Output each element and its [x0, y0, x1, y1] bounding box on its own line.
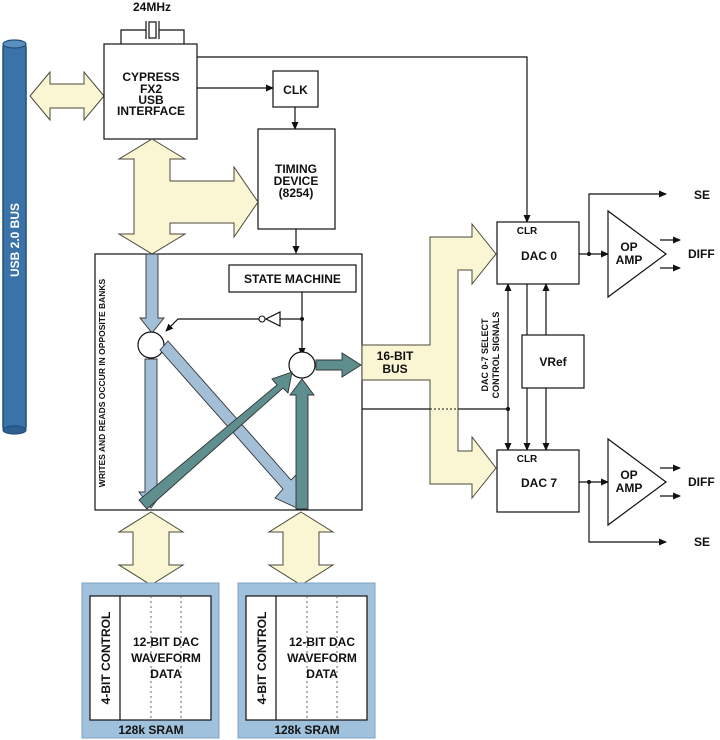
crystal-frequency: 24MHz — [133, 0, 171, 14]
bus16-label-line2: BUS — [382, 362, 407, 376]
dac-select-label-line1: DAC 0-7 SELECT — [480, 318, 490, 392]
diff-bottom-label: DIFF — [688, 475, 715, 489]
fx2-data-bus-arrow — [117, 138, 259, 255]
mux-b — [288, 351, 316, 379]
sram2-data-line3: DATA — [306, 667, 338, 681]
bank-logic-frame — [94, 253, 363, 511]
op-amp-bottom-line2: AMP — [616, 481, 643, 495]
crystal-oscillator: 24MHz — [120, 0, 185, 44]
sram1-data-line3: DATA — [150, 667, 182, 681]
sram1-bus-arrow — [117, 511, 185, 586]
vref-block: VRef — [521, 334, 585, 389]
sram2-data-line2: WAVEFORM — [287, 651, 357, 665]
op-amp-top-line2: AMP — [616, 253, 643, 267]
dac7-clr-label: CLR — [517, 454, 538, 465]
dac-7: CLR DAC 7 — [496, 449, 580, 513]
usb-bus: USB 2.0 BUS — [2, 39, 27, 435]
banks-note: WRITES AND READS OCCUR IN OPPOSITE BANKS — [97, 278, 107, 487]
sram2-caption: 128k SRAM — [274, 723, 339, 737]
sram2-control-label: 4-BIT CONTROL — [255, 612, 269, 705]
sram2-data-line1: 12-BIT DAC — [289, 635, 355, 649]
op-amp-top: OP AMP — [607, 209, 668, 299]
se-bottom-label: SE — [694, 535, 710, 549]
state-machine-label: STATE MACHINE — [244, 272, 341, 286]
sram1-to-mux-b-arrow — [138, 371, 293, 510]
sram2-to-mux-b-arrow — [289, 378, 315, 510]
vref-label: VRef — [539, 355, 567, 369]
dac-select-label-line2: CONTROL SIGNALS — [491, 312, 501, 399]
fx2-label-line2: FX2 — [140, 82, 162, 96]
clk-block: CLK — [272, 70, 319, 108]
usb-fx2-arrow — [29, 70, 105, 122]
op-amp-top-line1: OP — [620, 240, 637, 254]
diff-top-label: DIFF — [688, 247, 715, 261]
bus-to-mux-a-arrow — [139, 253, 165, 334]
op-amp-bottom-line1: OP — [620, 468, 637, 482]
sram-block-2: 4-BIT CONTROL 12-BIT DAC WAVEFORM DATA 1… — [237, 582, 376, 739]
timing-device: TIMING DEVICE (8254) — [257, 128, 336, 230]
timing-label-line3: (8254) — [279, 186, 314, 200]
se-top-label: SE — [694, 188, 710, 202]
sram1-data-line1: 12-BIT DAC — [133, 635, 199, 649]
dac0-clr-label: CLR — [517, 226, 538, 237]
clk-label: CLK — [283, 83, 308, 97]
inverter-icon — [264, 311, 281, 327]
timing-label-line1: TIMING — [275, 162, 317, 176]
sram2-bus-arrow — [267, 511, 335, 586]
sram-block-1: 4-BIT CONTROL 12-BIT DAC WAVEFORM DATA 1… — [81, 582, 220, 739]
fx2-usb-interface: CYPRESS FX2 USB INTERFACE — [103, 43, 198, 140]
fx2-label-line4: INTERFACE — [117, 104, 185, 118]
fx2-label-line1: CYPRESS — [122, 70, 179, 84]
dac0-label: DAC 0 — [521, 249, 557, 263]
fx2-label-line3: USB — [138, 93, 164, 107]
fx2-clr-wire — [197, 56, 531, 223]
dac7-label: DAC 7 — [521, 476, 557, 490]
sram1-control-label: 4-BIT CONTROL — [99, 612, 113, 705]
mux-a — [137, 331, 165, 359]
timing-label-line2: DEVICE — [274, 174, 319, 188]
bus16-fork-arrow — [361, 222, 497, 500]
dac-0: CLR DAC 0 — [496, 221, 580, 285]
usb-bus-label: USB 2.0 BUS — [8, 203, 22, 277]
op-amp-bottom: OP AMP — [607, 437, 668, 527]
state-machine: STATE MACHINE — [228, 264, 357, 293]
sram1-caption: 128k SRAM — [118, 723, 183, 737]
sram1-data-line2: WAVEFORM — [131, 651, 201, 665]
bus16-label-line1: 16-BIT — [377, 349, 414, 363]
mux-b-output-arrow — [315, 352, 362, 378]
